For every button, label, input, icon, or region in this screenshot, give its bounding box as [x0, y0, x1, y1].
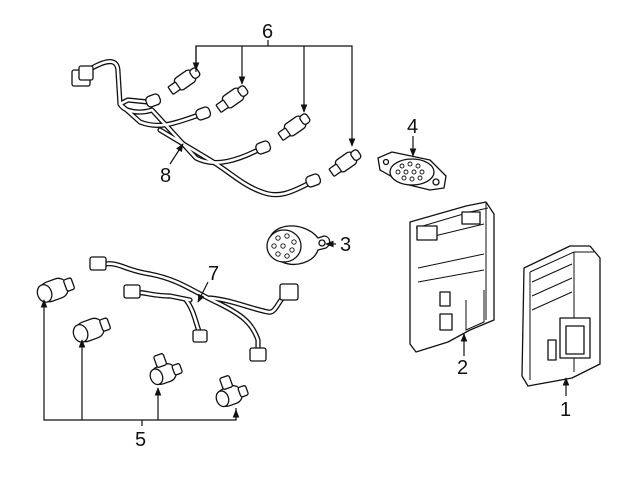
callout-3: 3 — [340, 234, 351, 256]
callout-8: 8 — [160, 165, 171, 187]
callout-7: 7 — [208, 263, 219, 285]
lower-wiring-harness — [89, 256, 299, 362]
callout-6-leaders — [192, 40, 356, 147]
lower-sensors — [36, 277, 249, 408]
connector-part-3 — [266, 225, 336, 265]
callout-6: 6 — [262, 21, 273, 43]
module-part-4 — [377, 136, 447, 191]
callout-1: 1 — [560, 399, 571, 421]
callout-2: 2 — [457, 357, 468, 379]
callout-4: 4 — [407, 116, 418, 138]
callout-5: 5 — [135, 429, 146, 451]
upper-sensors — [167, 67, 362, 177]
upper-wiring-harness — [71, 59, 322, 198]
callout-8-leader — [169, 143, 184, 165]
callout-5-leaders — [40, 299, 240, 426]
bracket-part-2 — [409, 201, 495, 356]
control-module-part-1 — [521, 245, 601, 396]
